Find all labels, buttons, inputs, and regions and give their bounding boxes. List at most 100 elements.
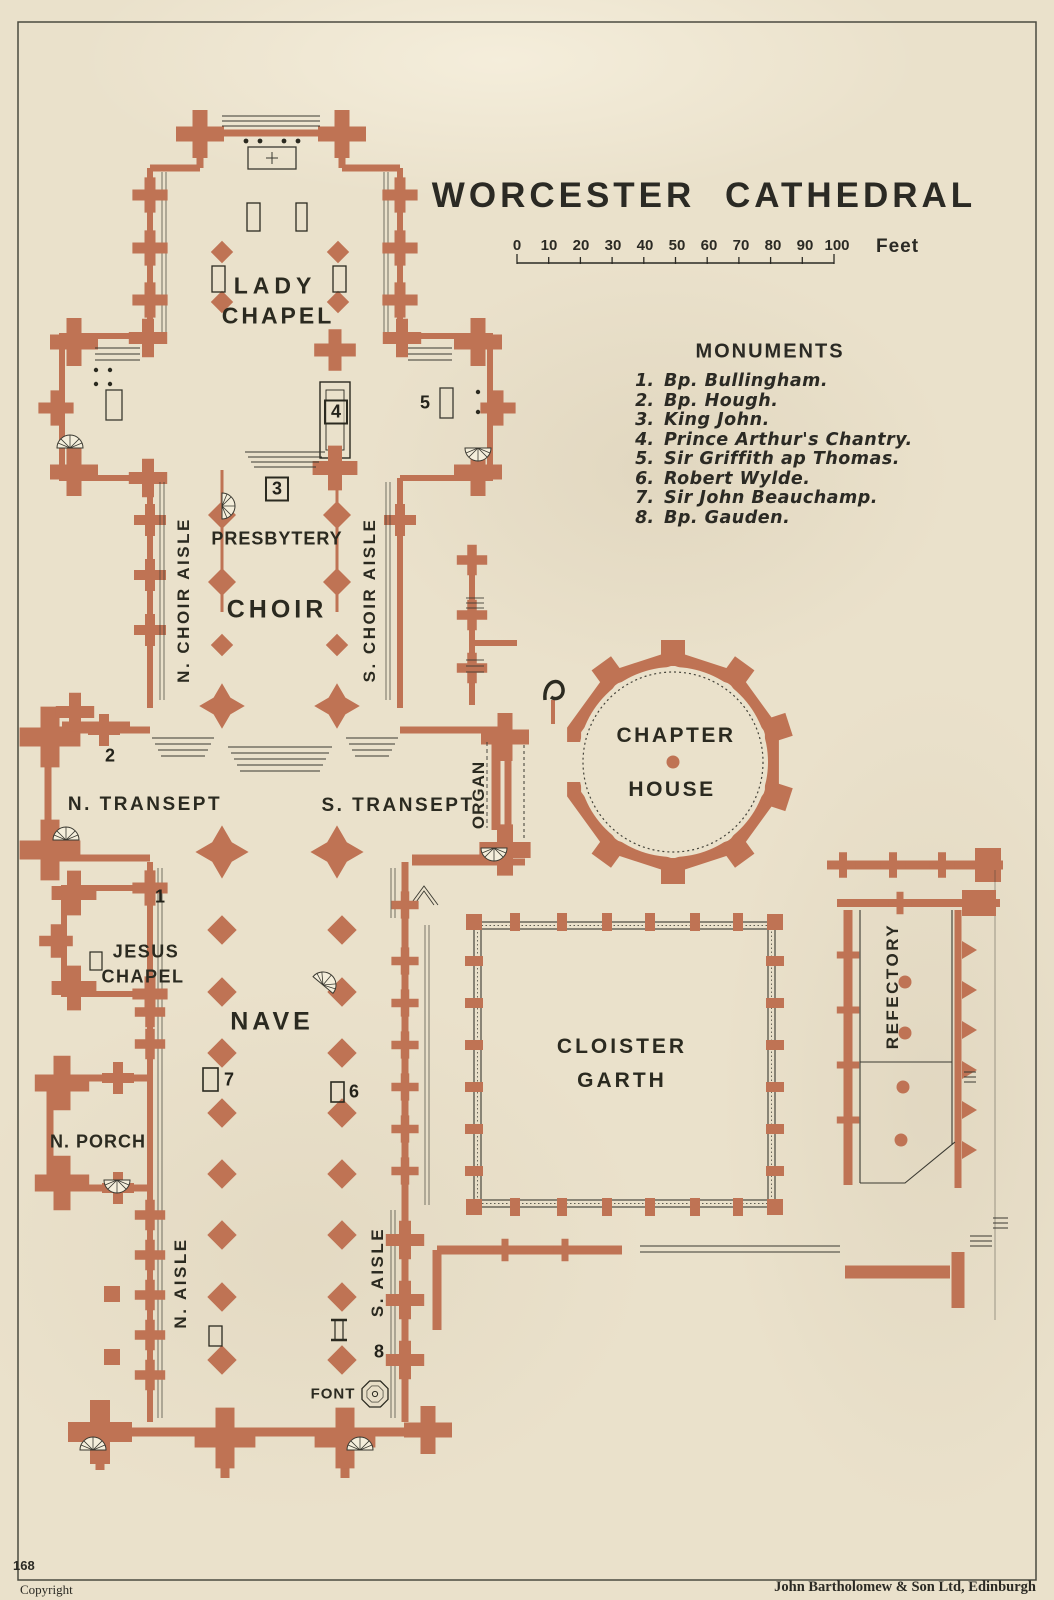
passage-walls: [551, 700, 1003, 870]
south-range-lines: [640, 1217, 1008, 1253]
crozier-mark: [543, 679, 565, 701]
scale-tick-label: 0: [512, 237, 522, 254]
label-s-aisle: S. AISLE: [368, 1226, 387, 1318]
marker-7: 7: [223, 1069, 235, 1090]
scale-unit: Feet: [876, 236, 920, 257]
page-number: 168: [13, 1558, 35, 1573]
marker-8: 8: [373, 1341, 385, 1362]
passage-bumps: [830, 852, 955, 878]
refectory-pillars: [894, 975, 912, 1147]
ne-transept-columns: [93, 367, 113, 387]
label-n-transept: N. TRANSEPT: [67, 794, 223, 815]
east-front-detail: [222, 115, 320, 170]
monument-number: 8.: [635, 507, 654, 528]
monument-number: 7.: [635, 488, 654, 508]
nave-tombs: [202, 1067, 347, 1347]
monument-item: 2. Bp. Hough.: [620, 390, 913, 412]
presbytery-steps: [245, 451, 325, 468]
scale-tick-label: 20: [572, 237, 590, 254]
choir-aisle-lines: [159, 482, 484, 700]
label-n-choir-aisle: N. CHOIR AISLE: [174, 517, 193, 683]
label-chapter-house-2: HOUSE: [628, 778, 716, 801]
organ-detail: [409, 742, 488, 906]
monument-name: Bp. Bullingham.: [664, 371, 829, 391]
monument-item: 4. Prince Arthur's Chantry.: [620, 429, 913, 451]
label-lady-chapel-2: CHAPEL: [221, 302, 335, 329]
monuments-heading: MONUMENTS: [695, 340, 845, 363]
monument-item: 3. King John.: [620, 410, 913, 431]
marker-4: 4: [323, 399, 349, 425]
crossing-piers: [195, 825, 364, 879]
label-chapter-house-1: CHAPTER: [616, 724, 736, 747]
passage-pier: [975, 848, 1001, 882]
refectory-interior: [859, 910, 976, 1184]
label-s-choir-aisle: S. CHOIR AISLE: [360, 517, 379, 683]
chapter-house-pillar: [666, 755, 680, 769]
jesus-chapel-tomb: [89, 951, 103, 971]
se-transept-detail: [408, 347, 454, 419]
n-transept-buttresses: [19, 692, 120, 881]
south-range: [432, 1245, 965, 1330]
label-jesus-chapel-1: JESUS: [112, 941, 180, 962]
chapter-house-shape: [558, 640, 793, 884]
marker-3: 3: [264, 476, 290, 502]
ne-transept-buttresses: [38, 318, 168, 498]
cloister-piers: [465, 913, 784, 1216]
monument-number: 2.: [635, 390, 654, 411]
monument-item: 6. Robert Wylde.: [620, 468, 913, 490]
label-s-transept: S. TRANSEPT: [321, 795, 475, 816]
label-nave: NAVE: [230, 1007, 314, 1036]
monument-item: 8. Bp. Gauden.: [620, 507, 913, 529]
marker-6: 6: [348, 1081, 360, 1102]
marker-5: 5: [419, 392, 431, 413]
scale-bar-line: [516, 254, 835, 264]
monument-number: 5.: [635, 449, 654, 469]
label-cloister-garth-1: CLOISTER: [556, 1035, 688, 1058]
se-transept-buttresses: [382, 318, 516, 496]
label-jesus-chapel-2: CHAPEL: [101, 966, 185, 987]
scale-tick-label: 80: [764, 237, 782, 254]
scale-tick-label: 70: [732, 237, 750, 254]
cloister-shape: [424, 921, 776, 1208]
refectory-walls: [837, 899, 1000, 1188]
page-title: WORCESTER CATHEDRAL: [431, 176, 977, 215]
scale-tick-label: 60: [700, 237, 718, 254]
label-organ: ORGAN: [469, 760, 488, 830]
se-transept-columns: [475, 389, 481, 415]
monument-name: Prince Arthur's Chantry.: [664, 429, 913, 450]
label-presbytery: PRESBYTERY: [211, 528, 343, 549]
refectory-corner-pier: [962, 890, 996, 916]
lady-chapel-tombs: [211, 202, 347, 293]
crossing-steps: [152, 737, 398, 772]
ne-transept-detail: [95, 347, 140, 421]
monument-number: 1.: [635, 371, 654, 391]
scale-tick-label: 100: [824, 237, 850, 254]
monument-name: Robert Wylde.: [664, 468, 811, 489]
scale-tick-label: 10: [540, 237, 558, 254]
scale-tick-label: 50: [668, 237, 686, 254]
label-font: FONT: [310, 1385, 356, 1403]
monument-item: 5. Sir Griffith ap Thomas.: [620, 449, 913, 470]
label-cloister-garth-2: GARTH: [577, 1069, 667, 1092]
monuments-list: 1. Bp. Bullingham. 2. Bp. Hough. 3. King…: [620, 371, 913, 529]
scale-tick-label: 30: [604, 237, 622, 254]
label-n-aisle: N. AISLE: [171, 1237, 190, 1329]
nave-buttresses: [68, 891, 452, 1469]
monument-name: Bp. Gauden.: [664, 507, 791, 528]
marker-2: 2: [104, 745, 116, 766]
font-symbol: [361, 1380, 389, 1408]
publisher-imprint: John Bartholomew & Son Ltd, Edinburgh: [774, 1579, 1036, 1595]
monument-name: King John.: [664, 410, 770, 430]
label-n-porch: N. PORCH: [49, 1131, 147, 1152]
map-border: [17, 21, 1037, 1581]
monument-name: Sir John Beauchamp.: [664, 488, 878, 508]
monument-item: 1. Bp. Bullingham.: [620, 371, 913, 392]
monument-number: 3.: [635, 410, 654, 430]
monument-name: Sir Griffith ap Thomas.: [664, 449, 900, 469]
monument-name: Bp. Hough.: [664, 390, 779, 411]
monument-number: 6.: [635, 468, 654, 489]
label-lady-chapel-1: LADY: [233, 272, 317, 299]
label-refectory: REFECTORY: [883, 922, 902, 1050]
